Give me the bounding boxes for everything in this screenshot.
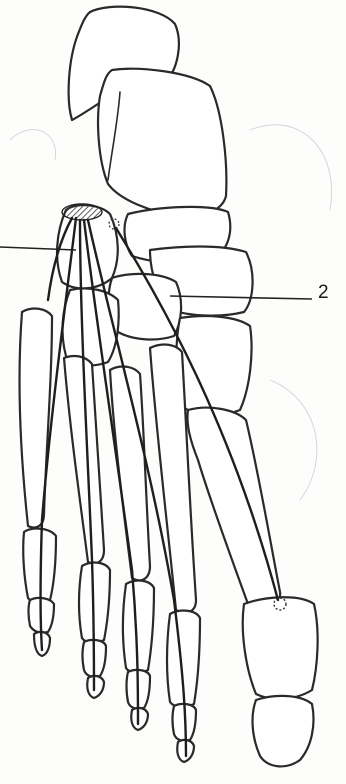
metatarsal-5 xyxy=(20,309,52,528)
toe4-distal-phalanx xyxy=(87,676,104,698)
callout-2-label: 2 xyxy=(318,283,329,302)
tendon-origin-hatch xyxy=(62,204,102,220)
toe3-distal-phalanx xyxy=(131,708,148,730)
medial-cuneiform-distal xyxy=(177,316,252,415)
hallux-proximal-phalanx xyxy=(243,597,318,699)
lateral-cuneiform-bone xyxy=(63,288,119,365)
metatarsal-1 xyxy=(187,408,280,607)
talus-bone xyxy=(98,69,226,217)
toe3-proximal-phalanx xyxy=(123,581,154,673)
hallux-distal-phalanx xyxy=(253,696,314,766)
